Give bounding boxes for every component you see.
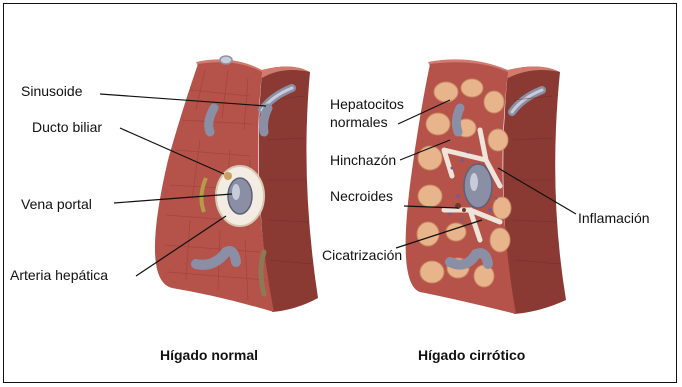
label-hinchazon: Hinchazón: [330, 152, 396, 169]
label-sinusoide: Sinusoide: [21, 83, 83, 100]
cirrhotic-liver-tissue: [406, 59, 566, 314]
normal-liver-tissue: [155, 56, 318, 312]
label-vena-portal: Vena portal: [21, 196, 92, 213]
label-hepatocitos-normales-line1: Hepatocitos: [330, 96, 404, 113]
label-cicatrizacion: Cicatrización: [322, 247, 402, 264]
label-hepatocitos-normales-line2: normales: [330, 114, 388, 131]
caption-cirrhotic-liver: Hígado cirrótico: [418, 347, 525, 363]
caption-normal-liver: Hígado normal: [160, 347, 258, 363]
label-ducto-biliar: Ducto biliar: [32, 119, 102, 136]
label-necroides: Necroides: [330, 188, 393, 205]
label-arteria-hepatica: Arteria hepática: [10, 267, 108, 284]
label-inflamacion: Inflamación: [578, 210, 650, 227]
